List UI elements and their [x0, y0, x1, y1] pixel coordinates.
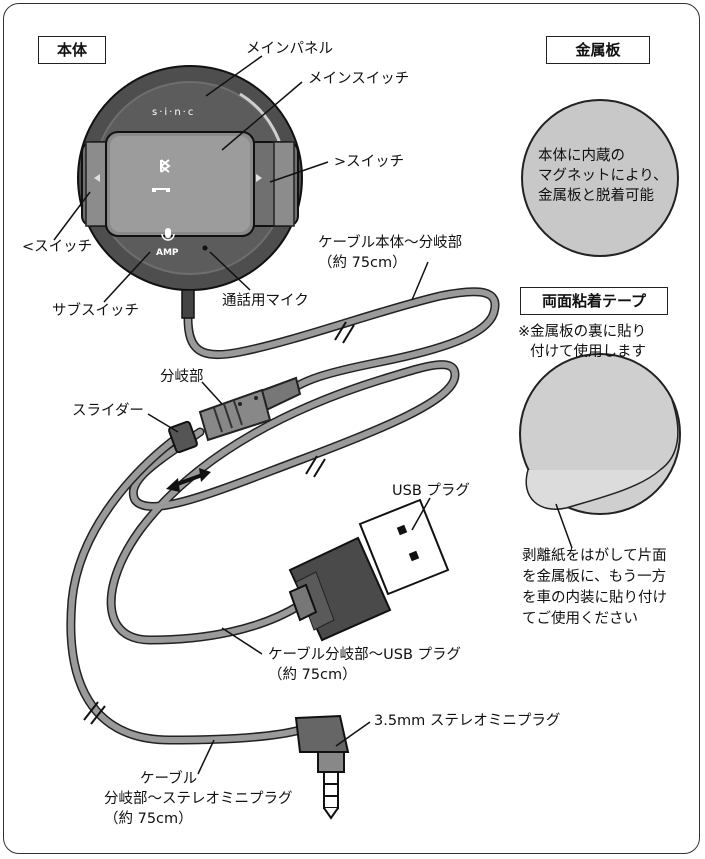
label-mic: 通話用マイク [222, 293, 309, 309]
label-cable-stereo-3: （約 75cm） [104, 811, 193, 827]
bluetooth-icon [160, 159, 171, 173]
tape-instructions: 剥離紙をはがして片面 を金属板に、もう一方 を車の内装に貼り付け てご使用くださ… [522, 548, 667, 627]
label-main-switch: メインスイッチ [308, 71, 410, 87]
device-amp-label: AMP [156, 248, 179, 258]
tape-note-line2: 付けて使用します [530, 344, 646, 360]
usb-plug [288, 498, 450, 642]
label-cable-stereo-2: 分岐部〜ステレオミニプラグ [104, 791, 293, 807]
label-cable-body-2: （約 75cm） [318, 255, 407, 271]
phone-icon [152, 188, 170, 192]
tape-title-box: 両面粘着テープ [520, 287, 668, 315]
adhesive-tape-disc [519, 353, 681, 515]
stereo-mini-plug [294, 714, 350, 820]
label-cable-usb-2: （約 75cm） [268, 667, 357, 683]
label-usb-plug: USB プラグ [392, 483, 470, 499]
branch-splitter [198, 376, 302, 442]
device-logo: s·i·n·c [152, 107, 196, 118]
label-cable-body-1: ケーブル本体〜分岐部 [318, 235, 463, 251]
label-sub-switch: サブスイッチ [52, 303, 139, 319]
label-left-switch: <スイッチ [22, 239, 93, 255]
leader-lines [53, 55, 573, 775]
label-stereo-plug: 3.5mm ステレオミニプラグ [374, 713, 561, 729]
label-branch: 分岐部 [160, 369, 204, 385]
mic-hole [202, 245, 208, 251]
metal-plate-title-box: 金属板 [546, 36, 650, 64]
diagram-frame [3, 3, 700, 854]
cable-break-marks [83, 321, 355, 725]
label-cable-stereo-1: ケーブル [140, 771, 198, 787]
microphone-icon [161, 228, 175, 241]
tape-note-line1: ※金属板の裏に貼り [518, 324, 647, 340]
main-unit [77, 65, 303, 319]
metal-plate-description: 本体に内蔵の マグネットにより、 金属板と脱着可能 [538, 148, 668, 204]
label-main-panel: メインパネル [246, 41, 333, 57]
main-body-title-box: 本体 [38, 36, 106, 64]
slider [168, 420, 198, 454]
slider-arrow-icon [166, 468, 211, 492]
label-slider: スライダー [72, 403, 144, 419]
label-right-switch: >スイッチ [334, 154, 405, 170]
cables [66, 287, 500, 745]
metal-plate [521, 99, 679, 257]
label-cable-usb-1: ケーブル分岐部〜USB プラグ [268, 647, 462, 663]
